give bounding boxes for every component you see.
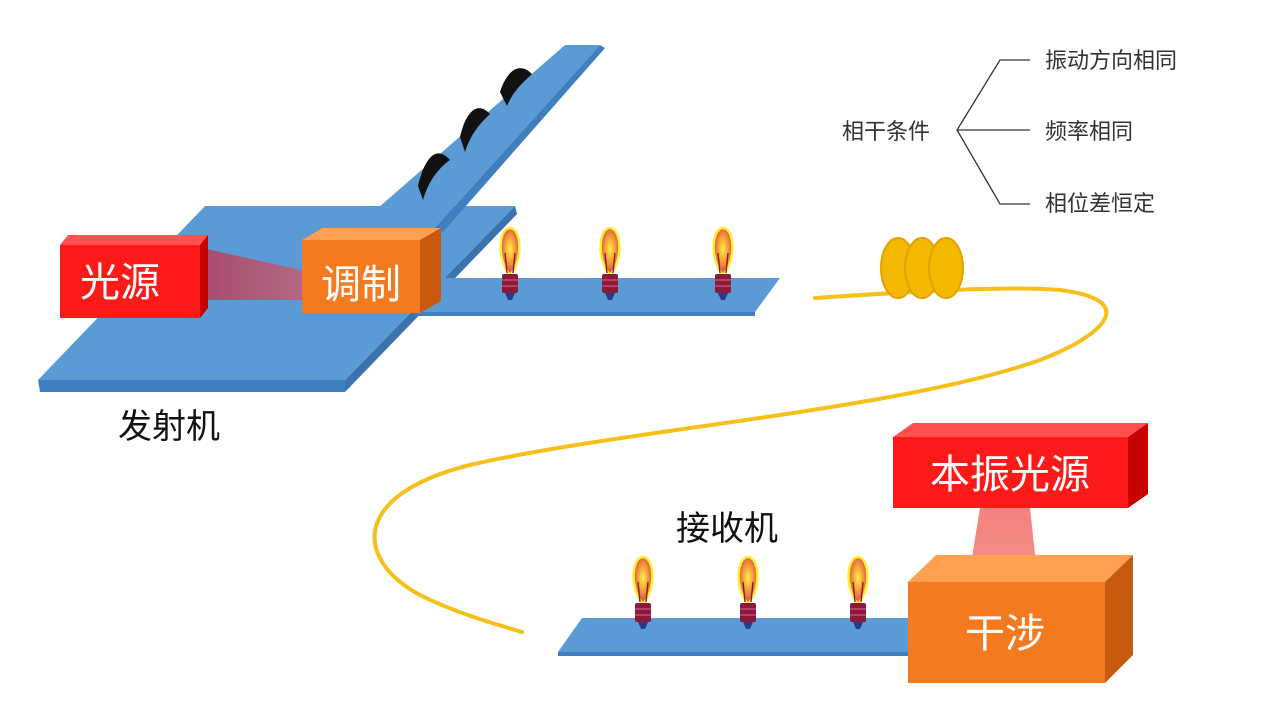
local-oscillator-box: 本振光源 xyxy=(893,423,1148,508)
light-bulb xyxy=(712,226,734,300)
condition-item: 频率相同 xyxy=(1045,120,1133,145)
light-bulb xyxy=(499,226,521,300)
coherence-conditions: 相干条件 振动方向相同 频率相同 相位差恒定 xyxy=(842,49,1177,217)
signal-strip xyxy=(355,45,605,232)
condition-item: 相位差恒定 xyxy=(1045,192,1155,217)
light-bulb xyxy=(632,555,654,629)
fiber-coil xyxy=(880,237,964,299)
light-bulb xyxy=(847,555,869,629)
light-source-label: 光源 xyxy=(80,260,160,306)
transmitter-caption: 发射机 xyxy=(118,407,220,447)
coherence-title: 相干条件 xyxy=(842,120,930,145)
light-beam xyxy=(198,247,310,300)
receiver-platform xyxy=(558,618,940,656)
light-bulb xyxy=(599,226,621,300)
signal-waveform xyxy=(418,68,532,200)
interference-label: 干涉 xyxy=(965,611,1045,657)
light-bulb xyxy=(737,555,759,629)
condition-item: 振动方向相同 xyxy=(1045,49,1177,74)
condition-bracket xyxy=(956,59,1030,205)
light-source-box: 光源 xyxy=(60,235,208,318)
modulator-label: 调制 xyxy=(321,262,401,308)
receiver-caption: 接收机 xyxy=(676,509,778,549)
local-oscillator-label: 本振光源 xyxy=(930,452,1090,498)
interference-box: 干涉 xyxy=(908,555,1133,683)
modulator-box: 调制 xyxy=(302,228,441,313)
optical-fiber xyxy=(372,286,1109,634)
